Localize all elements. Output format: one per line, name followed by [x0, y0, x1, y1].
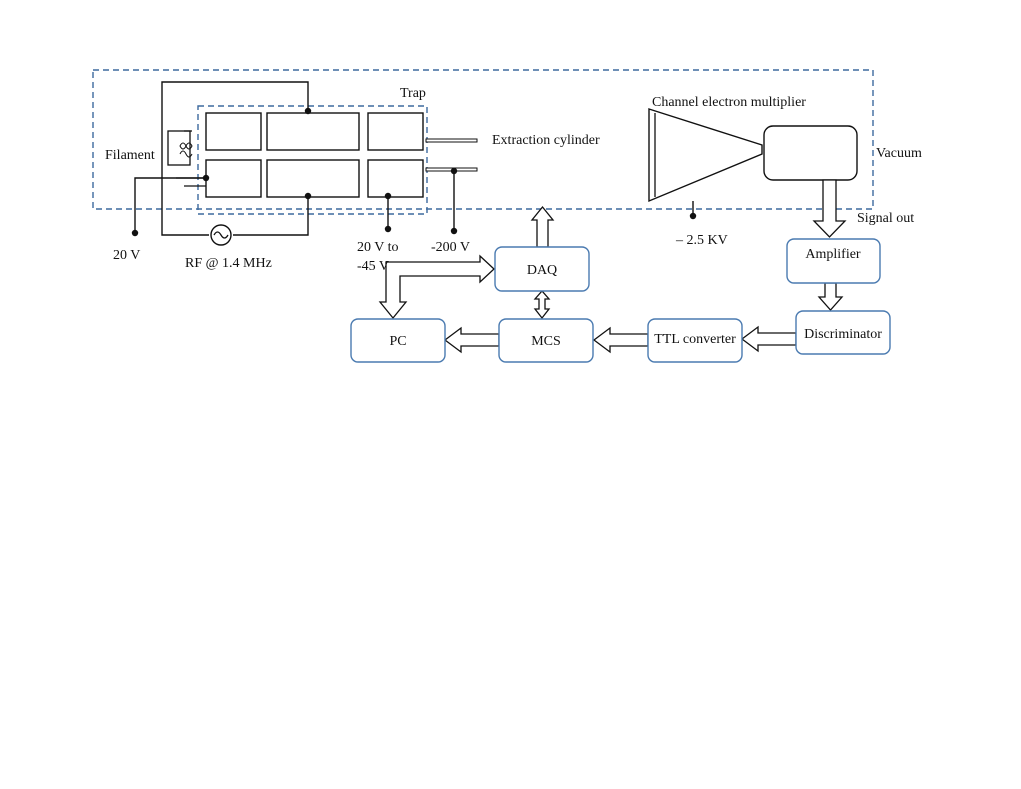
- extraction-cylinder-label: Extraction cylinder: [492, 133, 600, 148]
- amp-to-disc-arrow: [817, 282, 844, 311]
- electrode-top-center: [266, 112, 360, 151]
- pc-block: PC: [350, 318, 446, 363]
- extraction-cylinder: [425, 138, 478, 172]
- mcs-block: MCS: [498, 318, 594, 363]
- rf-label: RF @ 1.4 MHz: [185, 256, 272, 271]
- amplifier-label: Amplifier: [805, 247, 861, 262]
- electrode-bottom-center: [266, 159, 360, 198]
- electrode-top-left: [205, 112, 262, 151]
- trap-enclosure: [197, 105, 428, 215]
- daq-pc-arrow: [378, 254, 495, 320]
- extraction-voltage-label: -200 V: [431, 240, 470, 255]
- vacuum-enclosure: [92, 69, 874, 210]
- mcs-label: MCS: [531, 334, 561, 349]
- vacuum-label: Vacuum: [876, 146, 922, 161]
- discriminator-label: Discriminator: [804, 327, 882, 342]
- signal-out-arrow: [812, 179, 847, 238]
- mcs-to-pc-arrow: [443, 326, 500, 354]
- daq-label: DAQ: [527, 263, 557, 278]
- electrode-top-right: [367, 112, 424, 151]
- cem-voltage-label: – 2.5 KV: [675, 233, 728, 248]
- trap-voltage-label-1: 20 V to: [357, 240, 399, 255]
- trap-label: Trap: [400, 86, 426, 101]
- disc-to-ttl-arrow: [740, 325, 797, 353]
- filament-label: Filament: [105, 148, 155, 163]
- electrode-bottom-right: [367, 159, 424, 198]
- amplifier-block: Amplifier: [786, 238, 881, 284]
- rf-wiring: [161, 81, 312, 246]
- trap-voltage-label-2: -45 V: [357, 259, 389, 274]
- pc-label: PC: [389, 334, 406, 349]
- filament-supply-wire: [134, 177, 206, 233]
- ttl-label: TTL converter: [654, 332, 736, 347]
- trap-electrodes: [205, 112, 424, 198]
- ttl-converter-block: TTL converter: [647, 318, 743, 363]
- daq-block: DAQ: [494, 246, 590, 292]
- ttl-to-mcs-arrow: [592, 326, 649, 354]
- daq-to-trap-arrow: [530, 205, 555, 248]
- daq-mcs-arrow: [533, 290, 551, 320]
- discriminator-block: Discriminator: [795, 310, 891, 355]
- channel-electron-multiplier-icon: [648, 108, 858, 203]
- signal-out-label: Signal out: [857, 211, 914, 226]
- electrode-bottom-left: [205, 159, 262, 198]
- cem-label: Channel electron multiplier: [652, 95, 806, 110]
- filament-voltage-label: 20 V: [113, 248, 140, 263]
